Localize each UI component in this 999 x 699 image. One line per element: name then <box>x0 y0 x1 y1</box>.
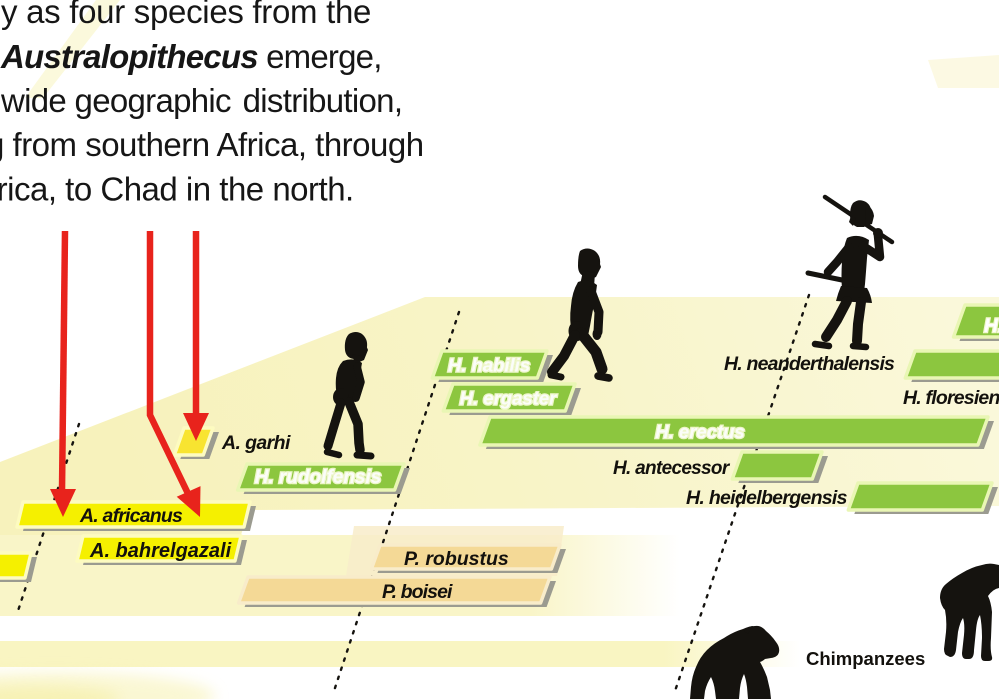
svg-text:H. heidelbergensis: H. heidelbergensis <box>686 487 848 509</box>
svg-text:frica, to Chad in the north.: frica, to Chad in the north. <box>0 171 354 208</box>
svg-text:H. floresiensis: H. floresiensis <box>903 387 999 409</box>
svg-text:A. africanus: A. africanus <box>79 505 183 527</box>
svg-text:Chimpanzees: Chimpanzees <box>806 648 925 669</box>
svg-text:P. boisei: P. boisei <box>382 581 453 603</box>
svg-text:A. garhi: A. garhi <box>221 432 291 454</box>
svg-text:H. habilis: H. habilis <box>448 355 530 376</box>
svg-text:H. rudolfensis: H. rudolfensis <box>255 467 382 488</box>
svg-text:g from southern Africa, throug: g from southern Africa, through <box>0 126 424 163</box>
svg-text:P. robustus: P. robustus <box>404 548 509 570</box>
svg-text:H. sapiens: H. sapiens <box>984 316 999 337</box>
svg-text:H. antecessor: H. antecessor <box>613 458 731 479</box>
svg-text:H. neanderthalensis: H. neanderthalensis <box>724 353 895 375</box>
svg-text:Australopithecus emerge,: Australopithecus emerge, <box>0 38 382 75</box>
svg-text:wide geographic distribution,: wide geographic distribution, <box>0 82 402 119</box>
svg-text:A. bahrelgazali: A. bahrelgazali <box>89 540 232 562</box>
svg-text:H. ergaster: H. ergaster <box>460 388 558 409</box>
svg-text:ny as four species from the: ny as four species from the <box>0 0 371 30</box>
svg-text:H. erectus: H. erectus <box>655 421 744 442</box>
